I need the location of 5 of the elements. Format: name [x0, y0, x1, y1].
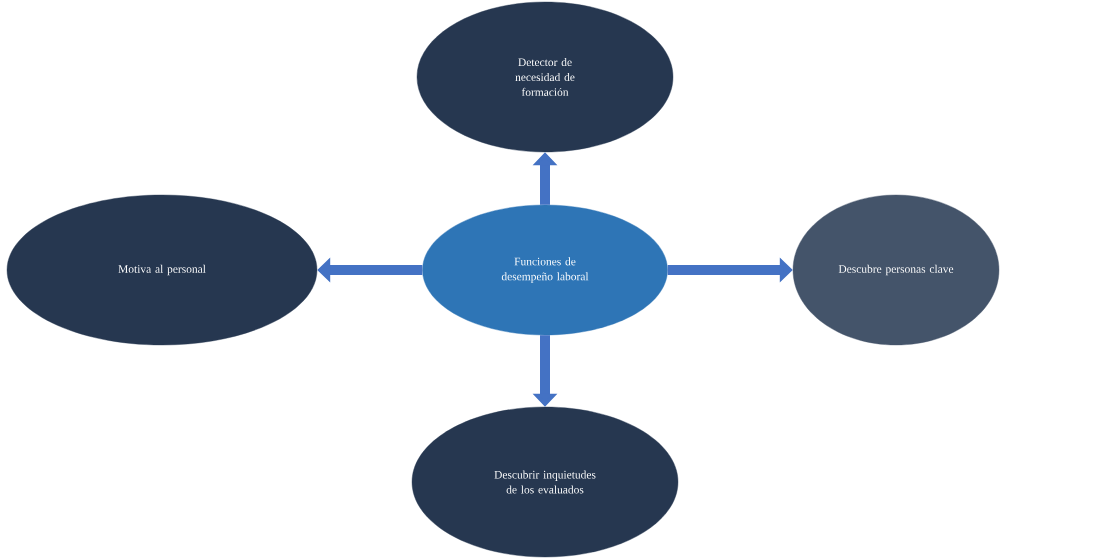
ellipse-node: Descubrir inquietudes de los evaluados — [411, 406, 679, 558]
ellipse-node: Funciones de desempeño laboral — [422, 204, 668, 336]
ellipse-node: Motiva al personal — [6, 194, 318, 346]
ellipse-node: Descubre personas clave — [792, 194, 1000, 346]
ellipse-node: Detector de necesidad de formación — [416, 1, 674, 153]
